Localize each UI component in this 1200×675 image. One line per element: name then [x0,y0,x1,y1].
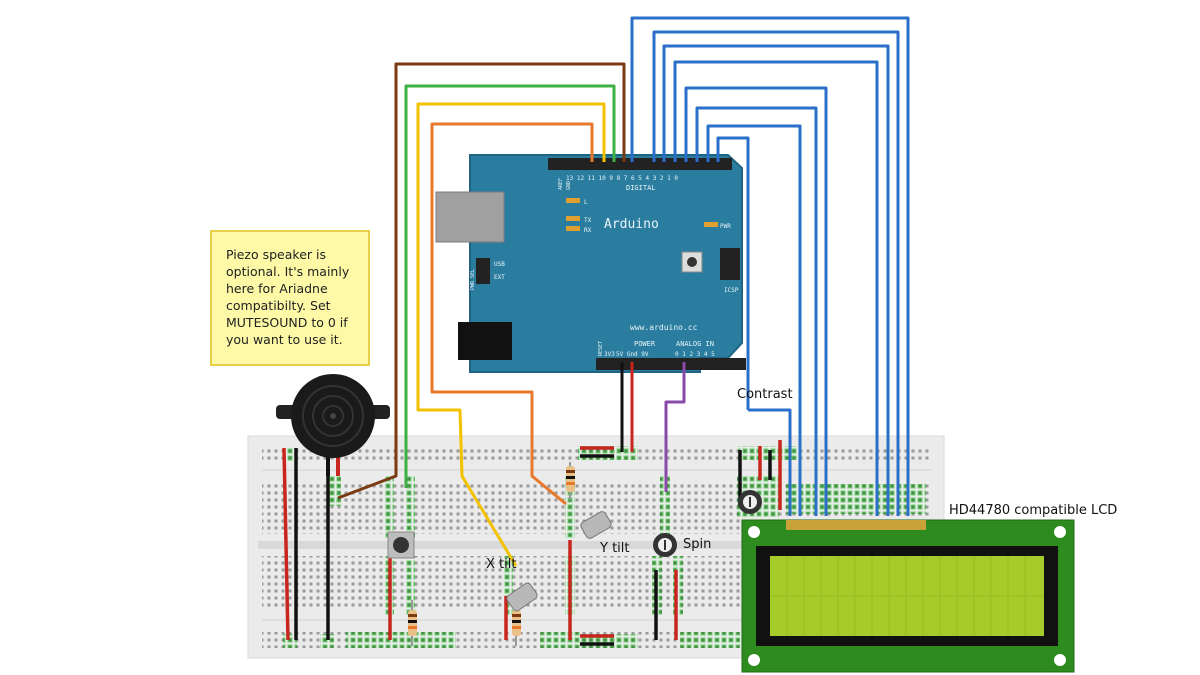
wire-blue-6 [695,106,818,516]
spin-label: Spin [683,537,712,552]
wire-blue-5 [684,86,828,516]
wires [337,16,910,567]
contrast-potentiometer [738,490,762,514]
jumper-red-left [282,447,290,641]
tx-label: TX [584,217,592,224]
push-button [387,531,415,559]
resistor-bottom-left [408,600,417,646]
power-header-label: POWER [634,340,656,348]
usb-label: USB [494,261,505,268]
wire-blue-3 [662,44,890,516]
analog-pin-labels: 0 1 2 3 4 5 [675,351,715,358]
wire-brown [337,62,626,500]
wire-green [404,84,616,488]
ext-label: EXT [494,274,505,281]
wire-blue-contrast [748,408,792,516]
spin-potentiometer [653,533,677,557]
wire-blue-4 [673,60,879,516]
wire-blue-1 [630,16,910,516]
wire-orange [430,122,594,506]
arduino-board: Arduino www.arduino.cc DIGITAL 13 12 11 … [435,154,746,373]
lcd-character-grid [770,556,1044,636]
rx-label: RX [584,227,592,234]
y-tilt-label: Y tilt [600,541,630,556]
reset-label: RESET [598,341,604,356]
digital-pin-numbers: 13 12 11 10 9 8 7 6 5 4 3 2 1 0 [566,175,678,182]
v33-label: 3V3 [604,351,615,358]
icsp-label: ICSP [724,287,739,294]
pwr-led-label: PWR [720,223,731,230]
gnd-label: GND [566,181,572,190]
wire-blue-2 [652,30,900,516]
wire-blue-8 [716,136,750,410]
wire-yellow [416,102,606,567]
piezo-note: Piezo speaker is optional. It's mainly h… [210,230,370,366]
x-tilt-label: X tilt [486,557,517,572]
resistor-top [566,462,575,500]
piezo-speaker [276,374,390,476]
analog-header-label: ANALOG IN [676,340,714,348]
breadboard-jumpers [282,440,782,646]
aref-label: AREF [558,178,564,190]
pwr-sel-label: PWR SEL [470,269,476,290]
arduino-url: www.arduino.cc [630,323,698,332]
lcd-module [741,519,1075,673]
y-tilt-switch [580,511,612,539]
digital-header-label: DIGITAL [626,184,656,192]
lcd-label: HD44780 compatible LCD [949,503,1118,518]
power-pin-labels: 5V Gnd 9V [616,351,649,358]
x-tilt-switch [506,582,538,612]
contrast-label: Contrast [737,387,793,402]
wire-blue-7 [706,124,802,516]
arduino-logo-text: Arduino [604,217,659,232]
l-led-label: L [584,199,588,206]
wire-purple [664,362,686,492]
